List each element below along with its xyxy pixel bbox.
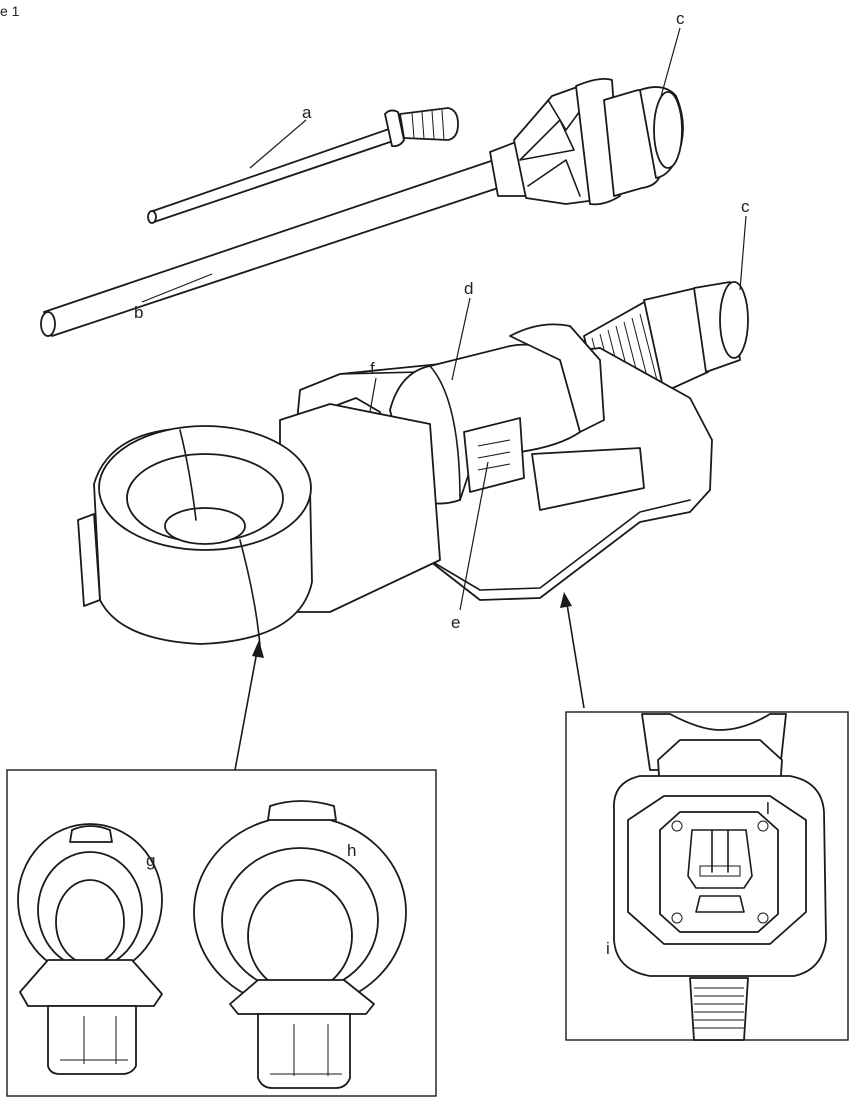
callout-e: e (451, 613, 460, 632)
pointer-arrows (234, 592, 585, 771)
rod-a (147, 107, 459, 224)
callout-l: l (766, 799, 770, 818)
callout-labels: a b c c d e f g h i l (134, 9, 770, 958)
callout-c-mid: c (741, 197, 750, 216)
callout-d: d (464, 279, 473, 298)
collar-large (193, 800, 407, 1089)
callout-b: b (134, 303, 143, 322)
rod-b (40, 77, 684, 337)
collar-small (17, 823, 163, 1075)
callout-i: i (606, 939, 610, 958)
figure-label: e 1 (0, 3, 20, 19)
callout-c-top: c (676, 9, 685, 28)
callout-h: h (347, 841, 356, 860)
callout-g: g (146, 851, 155, 870)
main-body (77, 323, 713, 647)
callout-a: a (302, 103, 312, 122)
inset-panel-right (565, 711, 849, 1041)
callout-f: f (370, 359, 375, 378)
inset-panel-left (6, 769, 437, 1097)
